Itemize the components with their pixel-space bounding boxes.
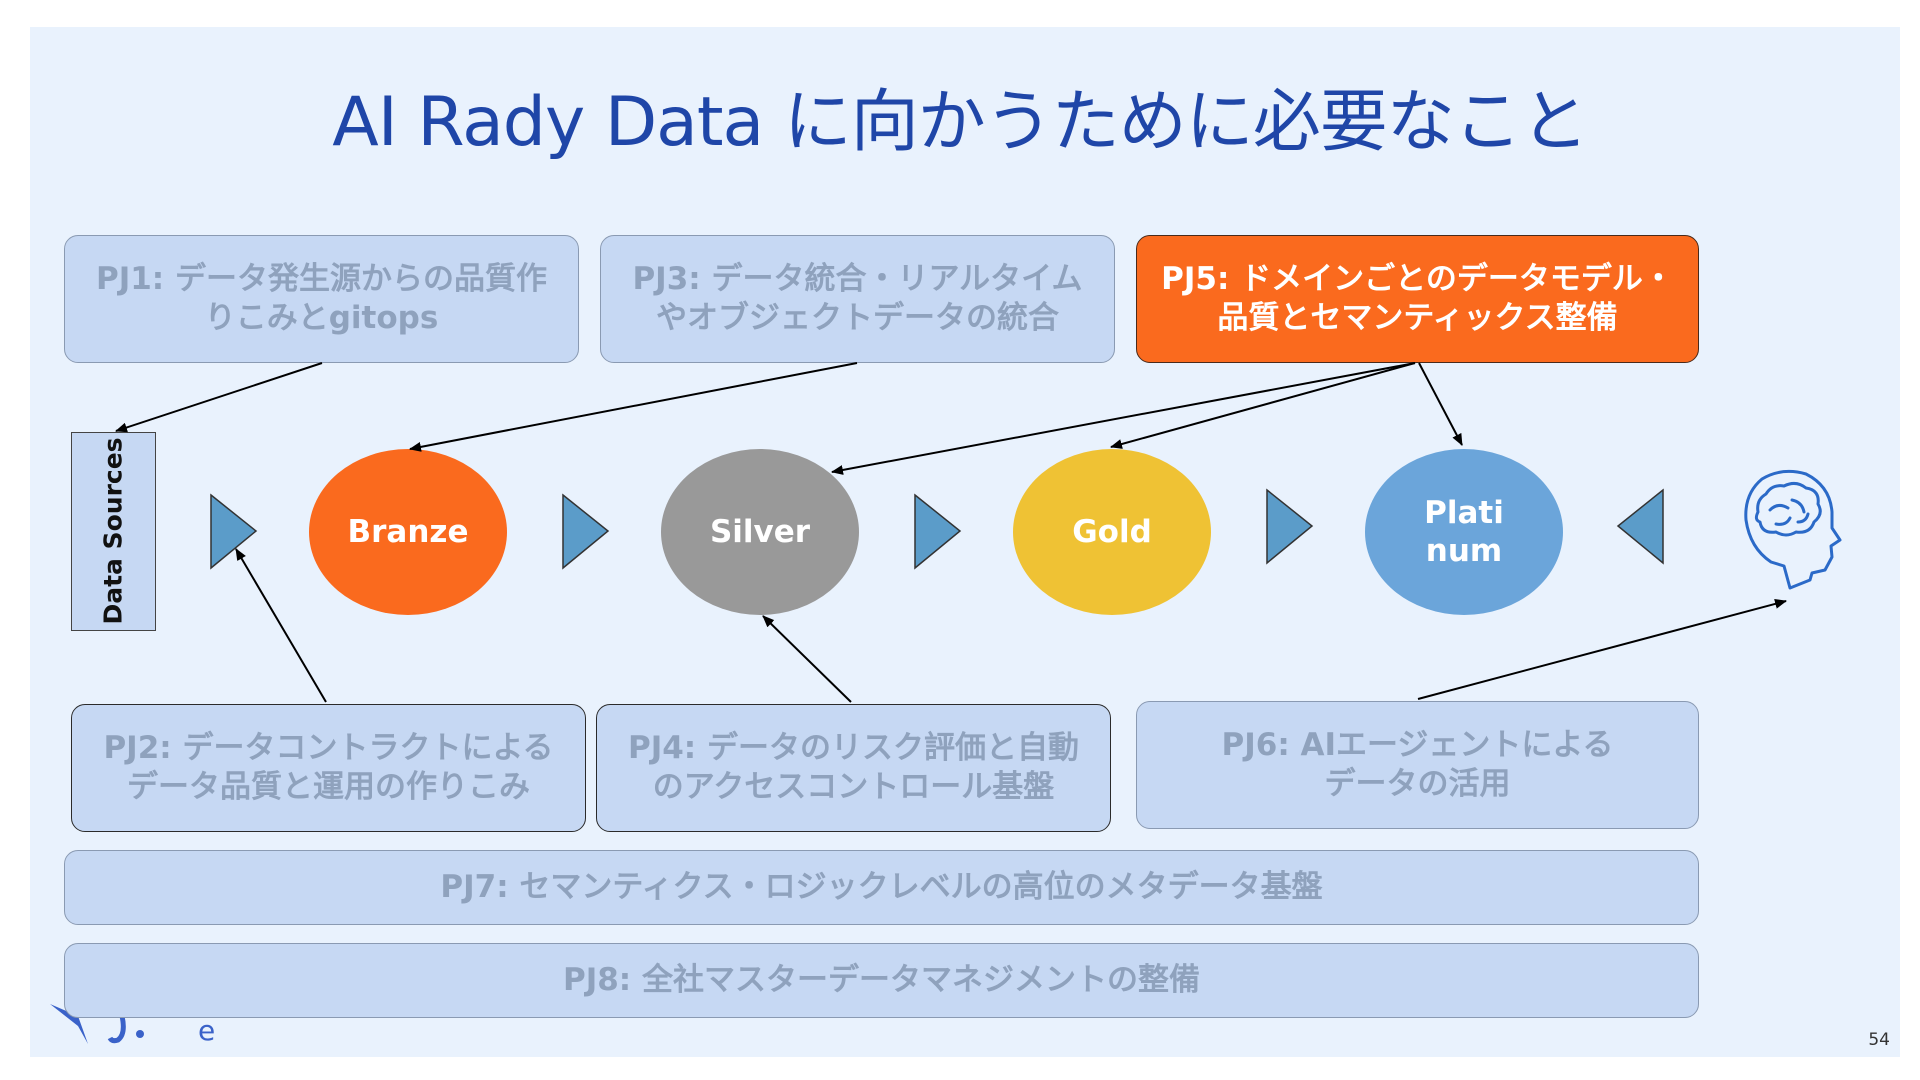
pj1-box: PJ1: データ発生源からの品質作りこみとgitops <box>64 235 579 363</box>
pj3-line1: PJ3: データ統合・リアルタイム <box>632 261 1083 297</box>
pj4-box: PJ4: データのリスク評価と自動のアクセスコントロール基盤 <box>596 704 1111 832</box>
pj2-box: PJ2: データコントラクトによるデータ品質と運用の作りこみ <box>71 704 586 832</box>
arrow-pj4-silver <box>762 615 852 703</box>
gold-label: Gold <box>1072 514 1152 550</box>
pj6-line2: データの活用 <box>1324 766 1511 802</box>
pj2-line2: データ品質と運用の作りこみ <box>127 769 530 805</box>
play-triangle-icon <box>1616 488 1664 565</box>
pj5-line1: PJ5: ドメインごとのデータモデル・ <box>1161 261 1674 297</box>
pj6-line1: PJ6: AIエージェントによる <box>1221 727 1614 763</box>
arrow-pj5-silver <box>831 362 1416 475</box>
play-triangle-icon <box>914 493 962 570</box>
pj2-line1: PJ2: データコントラクトによる <box>103 730 554 766</box>
pj6-box: PJ6: AIエージェントによるデータの活用 <box>1136 701 1699 829</box>
pj4-line2: のアクセスコントロール基盤 <box>652 769 1055 805</box>
arrow-pj1-datasources <box>115 362 323 433</box>
data-sources-box <box>71 432 156 631</box>
arrow-pj5-gold <box>1110 362 1416 449</box>
arrow-pj2-triangle <box>235 548 327 703</box>
brain-head-icon <box>1744 469 1842 590</box>
page-title: AI Rady Data に向かうために必要なこと <box>332 83 1589 162</box>
play-triangle-icon <box>562 493 610 570</box>
arrow-pj3-bronze <box>409 362 858 452</box>
play-triangle-icon <box>1266 488 1314 565</box>
pj5-box: PJ5: ドメインごとのデータモデル・品質とセマンティックス整備 <box>1136 235 1699 363</box>
svg-text:e: e <box>198 1014 215 1046</box>
page-number: 54 <box>1868 1030 1890 1050</box>
pj4-line1: PJ4: データのリスク評価と自動 <box>627 730 1079 766</box>
pj7-label: PJ7: セマンティクス・ロジックレベルの高位のメタデータ基盤 <box>440 869 1323 905</box>
arrow-pj6-brain <box>1417 598 1787 700</box>
pj1-line2: りこみとgitops <box>204 300 439 336</box>
silver-label: Silver <box>709 514 811 550</box>
pj8-box: PJ8: 全社マスターデータマネジメントの整備 <box>64 943 1699 1018</box>
pj8-label: PJ8: 全社マスターデータマネジメントの整備 <box>562 962 1200 998</box>
pj7-box: PJ7: セマンティクス・ロジックレベルの高位のメタデータ基盤 <box>64 850 1699 925</box>
play-triangle-icon <box>210 493 258 570</box>
platinum-label-1: Plati <box>1424 495 1504 531</box>
bronze-node: Branze <box>309 449 507 615</box>
bronze-label: Branze <box>347 514 469 550</box>
arrow-pj5-platinum <box>1418 362 1463 446</box>
pj5-line2: 品質とセマンティックス整備 <box>1217 300 1618 336</box>
pj3-box: PJ3: データ統合・リアルタイムやオブジェクトデータの統合 <box>600 235 1115 363</box>
bird-logo-icon: e <box>50 1004 215 1046</box>
platinum-label-2: num <box>1425 533 1503 569</box>
pj1-line1: PJ1: データ発生源からの品質作 <box>95 261 547 297</box>
gold-node: Gold <box>1013 449 1211 615</box>
pj3-line2: やオブジェクトデータの統合 <box>656 300 1059 336</box>
silver-node: Silver <box>661 449 859 615</box>
